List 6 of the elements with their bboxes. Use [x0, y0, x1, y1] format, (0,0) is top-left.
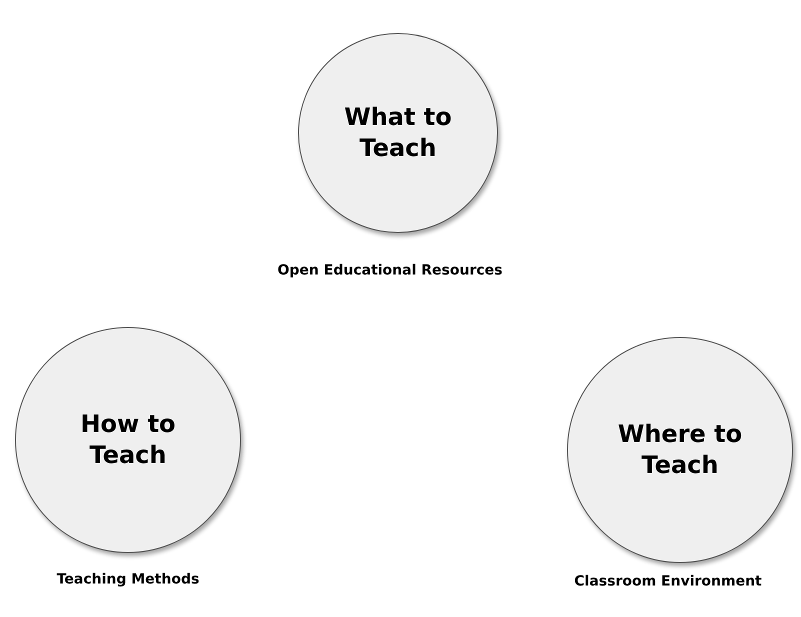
- circle-caption: Teaching Methods: [56, 570, 200, 590]
- circle-title: Where to Teach: [616, 418, 744, 481]
- circle-title: How to Teach: [79, 408, 177, 471]
- circle-caption: Classroom Environment: [574, 572, 762, 592]
- circle-title: What to Teach: [343, 102, 453, 164]
- circle-caption: Open Educational Resources: [278, 262, 502, 280]
